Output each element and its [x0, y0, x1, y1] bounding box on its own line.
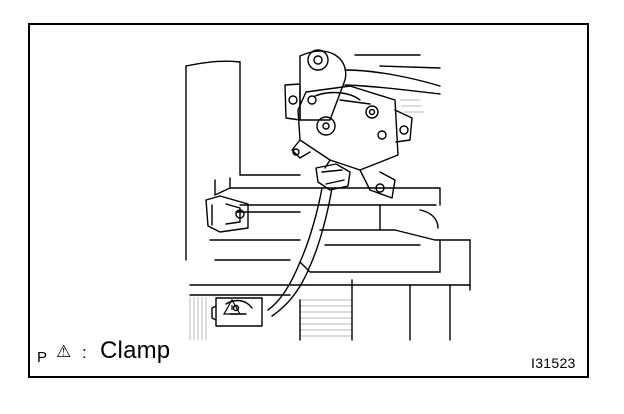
hatched-shading — [189, 99, 424, 340]
wire-harness — [267, 187, 333, 317]
legend-label: Clamp — [100, 337, 171, 364]
figure-frame — [28, 23, 589, 378]
side-bracket — [205, 195, 249, 233]
damper-lever — [284, 49, 441, 121]
legend-prefix: P — [37, 349, 48, 366]
clamp — [211, 297, 263, 327]
figure-id: I31523 — [531, 355, 576, 371]
heater-housing — [185, 60, 471, 341]
wire-connector — [315, 163, 351, 191]
clamp-legend-icon: ⚠ — [56, 342, 72, 361]
legend-colon: : — [82, 343, 87, 362]
clamp-marker-icon — [222, 298, 242, 315]
servo-motor — [291, 85, 413, 199]
